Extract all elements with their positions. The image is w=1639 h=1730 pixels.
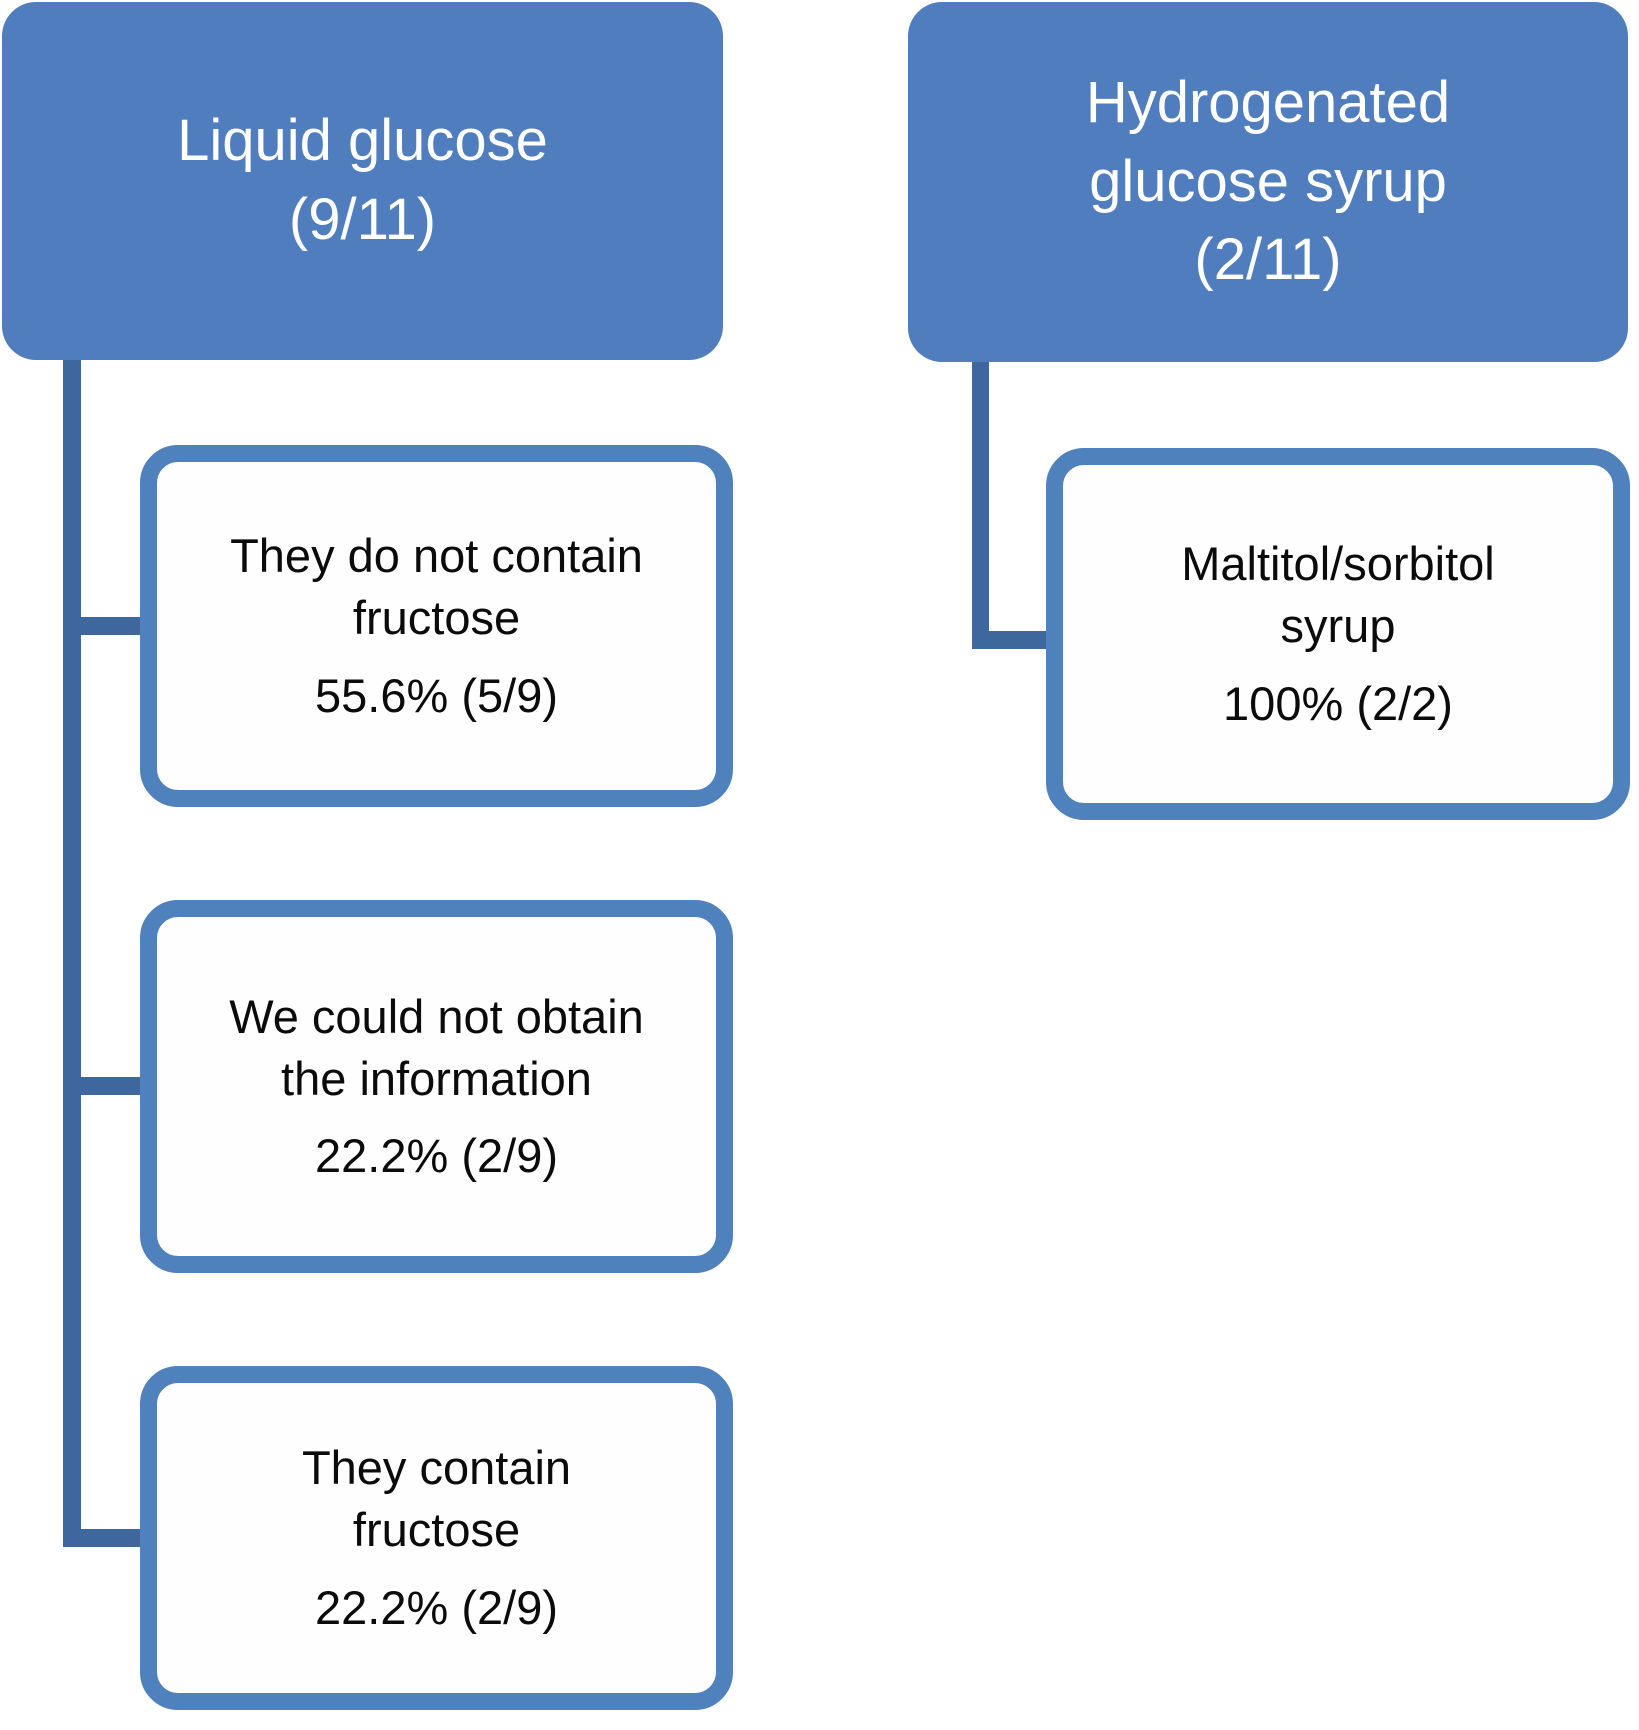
connector-branch-no-fructose [72, 617, 142, 635]
connector-trunk-liquid-glucose [63, 360, 81, 1547]
node-label: We could not obtain the information [229, 989, 644, 1105]
connector-branch-maltitol-sorbitol [972, 631, 1050, 649]
node-maltitol-sorbitol-syrup: Maltitol/sorbitol syrup 100% (2/2) [1046, 448, 1630, 820]
node-liquid-glucose-header: Liquid glucose (9/11) [2, 2, 723, 360]
node-count: (9/11) [288, 187, 437, 252]
node-stat: 22.2% (2/9) [315, 1580, 558, 1634]
node-count: (2/11) [1194, 227, 1342, 293]
node-they-contain-fructose: They contain fructose 22.2% (2/9) [140, 1366, 733, 1710]
node-label: They do not contain fructose [230, 529, 643, 645]
connector-trunk-hydrogenated [972, 362, 989, 649]
node-stat: 22.2% (2/9) [315, 1129, 558, 1183]
node-stat: 100% (2/2) [1223, 676, 1453, 730]
node-label: They contain fructose [301, 1441, 572, 1557]
node-label: Maltitol/sorbitol syrup [1181, 537, 1495, 653]
node-stat: 55.6% (5/9) [315, 668, 558, 722]
connector-branch-no-information [72, 1077, 142, 1095]
node-could-not-obtain-information: We could not obtain the information 22.2… [140, 900, 733, 1273]
connector-branch-contain-fructose [72, 1529, 142, 1547]
node-label: Hydrogenated glucose syrup [1085, 69, 1451, 214]
node-they-do-not-contain-fructose: They do not contain fructose 55.6% (5/9) [140, 445, 733, 807]
node-label: Liquid glucose [177, 108, 548, 174]
node-hydrogenated-glucose-syrup-header: Hydrogenated glucose syrup (2/11) [908, 2, 1628, 362]
